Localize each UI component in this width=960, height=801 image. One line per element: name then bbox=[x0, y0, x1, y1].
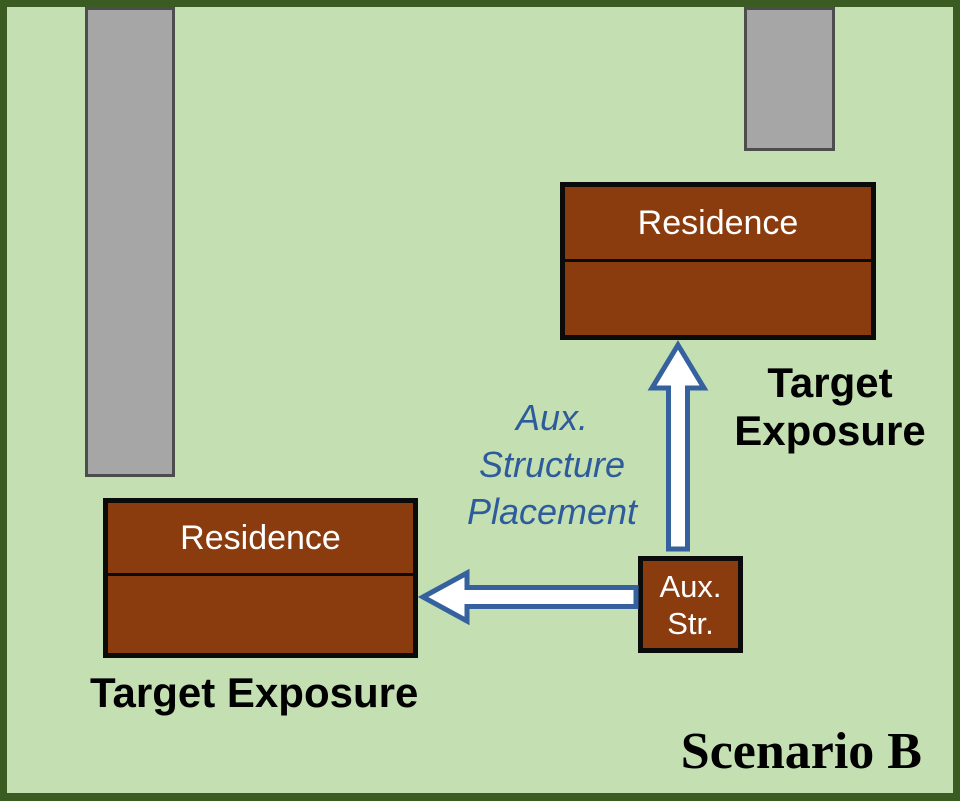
target-exposure-label-top: Target Exposure bbox=[710, 359, 950, 455]
residence-bottom-divider bbox=[108, 573, 413, 576]
aux-placement-line3: Placement bbox=[466, 491, 638, 532]
target-exposure-top-line2: Exposure bbox=[734, 407, 926, 454]
residence-bottom-front-section: Residence bbox=[108, 503, 413, 573]
aux-structure-placement-label: Aux. Structure Placement bbox=[402, 394, 702, 535]
driveway-top-left bbox=[85, 7, 175, 477]
scenario-title: Scenario B bbox=[680, 723, 922, 780]
residence-top-front-section: Residence bbox=[565, 187, 871, 259]
residence-top: Residence bbox=[560, 182, 876, 340]
aux-structure-box: Aux. Str. bbox=[638, 556, 743, 653]
aux-structure-label-line1: Aux. bbox=[659, 568, 722, 604]
target-exposure-label-bottom: Target Exposure bbox=[90, 669, 419, 716]
residence-top-divider bbox=[565, 259, 871, 262]
target-exposure-top-line1: Target bbox=[767, 359, 893, 406]
driveway-top-right bbox=[744, 7, 835, 151]
aux-placement-line2: Structure bbox=[478, 444, 626, 485]
aux-placement-line1: Aux. bbox=[515, 397, 589, 438]
residence-bottom-label: Residence bbox=[180, 519, 341, 557]
residence-top-label: Residence bbox=[637, 204, 799, 242]
aux-structure-label-line2: Str. bbox=[667, 605, 714, 641]
residence-bottom: Residence bbox=[103, 498, 418, 658]
